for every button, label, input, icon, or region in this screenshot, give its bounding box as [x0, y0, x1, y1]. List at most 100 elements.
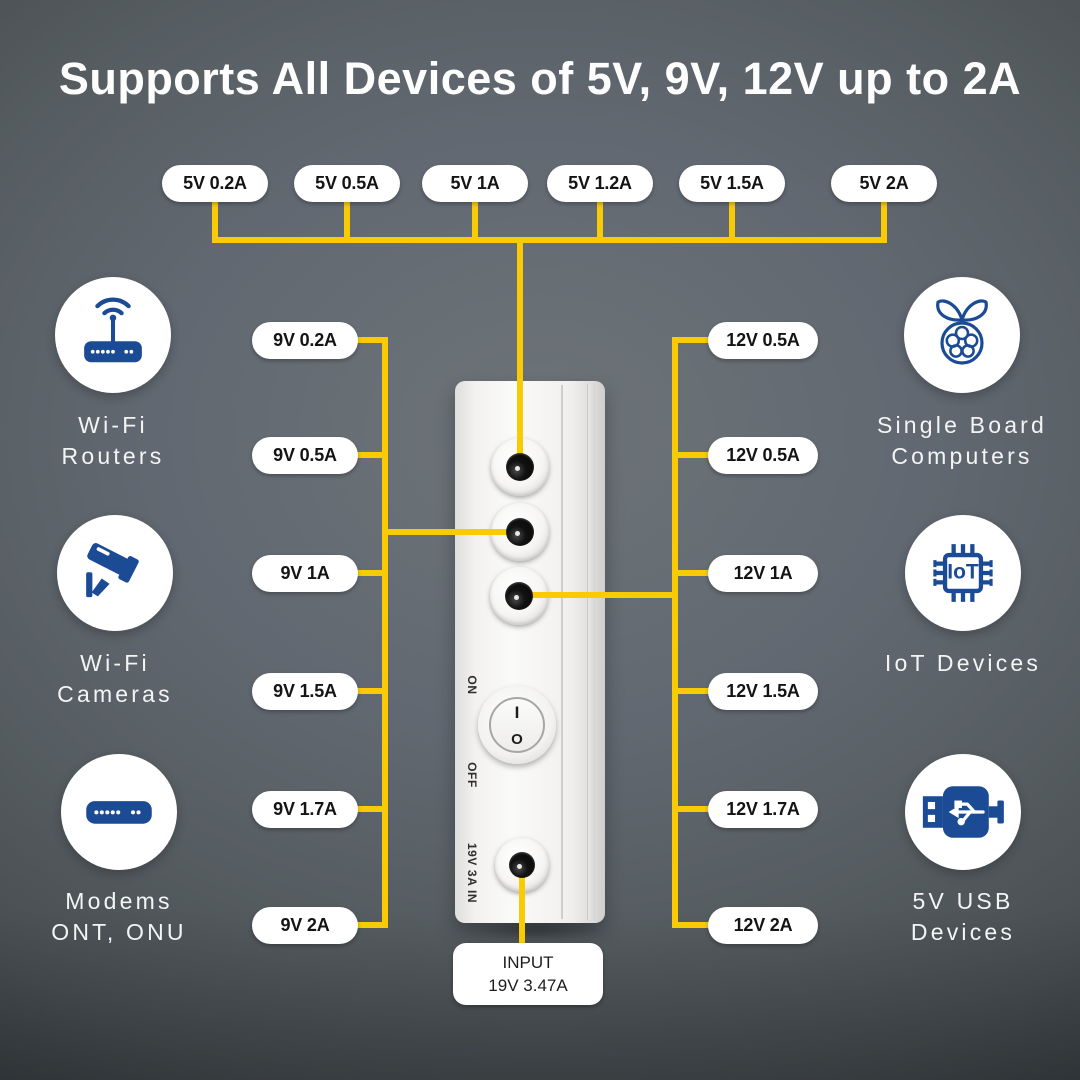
modem-icon [61, 754, 177, 870]
voltage-pill-label: 5V 0.5A [315, 173, 379, 193]
voltage-pill-label: 9V 1A [280, 563, 330, 583]
device-label-line: Modems [65, 888, 173, 914]
voltage-pill: 12V 0.5A [708, 437, 818, 474]
switch-on-symbol: I [514, 703, 520, 722]
voltage-pill-label: 5V 2A [859, 173, 909, 193]
voltage-pill: 9V 1A [252, 555, 358, 592]
input-callout-line2: 19V 3.47A [488, 975, 568, 995]
voltage-pill: 9V 1.5A [252, 673, 358, 710]
connector-line [352, 570, 386, 576]
connector-line [472, 200, 478, 243]
switch-on-label: ON [465, 675, 479, 695]
dc-input-port-jack [509, 852, 535, 878]
voltage-pill-label: 9V 0.2A [273, 330, 337, 350]
iot-chip-text: IoT [947, 560, 979, 584]
connector-line [675, 922, 712, 928]
connector-line [385, 529, 522, 535]
switch-off-label: OFF [465, 762, 479, 788]
voltage-pill: 12V 1.7A [708, 791, 818, 828]
connector-line [881, 200, 887, 243]
voltage-pill-label: 12V 2A [733, 915, 793, 935]
device-label-usb: 5V USB Devices [848, 886, 1078, 948]
device-label-line: 5V USB [912, 888, 1014, 914]
voltage-pill-label: 9V 1.7A [273, 799, 337, 819]
connector-bus-top [212, 237, 887, 243]
input-callout-line1: INPUT [502, 952, 554, 972]
connector-line [352, 806, 386, 812]
connector-line [675, 452, 712, 458]
voltage-pill: 5V 0.5A [294, 165, 400, 202]
input-callout: INPUT 19V 3.47A [453, 943, 603, 1005]
voltage-pill: 9V 0.5A [252, 437, 358, 474]
dc-output-port-1-jack [506, 453, 534, 481]
voltage-pill: 12V 2A [708, 907, 818, 944]
device-label-line: ONT, ONU [51, 919, 187, 945]
connector-line [352, 688, 386, 694]
voltage-pill: 12V 0.5A [708, 322, 818, 359]
voltage-pill-label: 5V 1.5A [700, 173, 764, 193]
voltage-pill: 12V 1A [708, 555, 818, 592]
connector-line [675, 337, 712, 343]
device-label-line: Cameras [57, 681, 173, 707]
voltage-pill: 9V 2A [252, 907, 358, 944]
device-label-single-board: Single Board Computers [847, 410, 1077, 472]
device-label-line: Devices [910, 919, 1016, 945]
device-label-modems: Modems ONT, ONU [4, 886, 234, 948]
cctv-camera-icon [57, 515, 173, 631]
device-label-wifi-cameras: Wi-Fi Cameras [0, 648, 230, 710]
voltage-pill-label: 9V 0.5A [273, 445, 337, 465]
voltage-pill-label: 9V 2A [280, 915, 330, 935]
connector-line [675, 570, 712, 576]
connector-bus-left [382, 337, 388, 928]
connector-line [212, 200, 218, 243]
device-label-wifi-routers: Wi-Fi Routers [0, 410, 228, 472]
connector-line [517, 240, 523, 470]
device-label-line: Single Board [876, 412, 1048, 438]
connector-line [525, 592, 675, 598]
device-label-line: Wi-Fi [80, 650, 150, 676]
voltage-pill-label: 12V 0.5A [726, 330, 800, 350]
voltage-pill-label: 5V 1.2A [568, 173, 632, 193]
connector-line [675, 806, 712, 812]
voltage-pill-label: 12V 1.5A [726, 681, 800, 701]
dc-output-port-2-jack [506, 518, 534, 546]
device-ridge [561, 385, 563, 919]
voltage-pill: 9V 0.2A [252, 322, 358, 359]
connector-bus-right [672, 337, 678, 928]
device-label-line: Computers [891, 443, 1033, 469]
usb-plug-icon [905, 754, 1021, 870]
connector-line [344, 200, 350, 243]
iot-chip-icon: IoT [905, 515, 1021, 631]
switch-off-symbol: O [511, 731, 523, 748]
voltage-pill: 5V 1.2A [547, 165, 653, 202]
connector-line [352, 452, 386, 458]
voltage-pill: 5V 2A [831, 165, 937, 202]
device-label-iot: IoT Devices [848, 648, 1078, 679]
voltage-pill-label: 5V 1A [450, 173, 500, 193]
dc-output-port-3-jack [505, 582, 533, 610]
connector-line-input [519, 865, 525, 947]
power-switch[interactable]: I O [489, 697, 545, 753]
device-ridge [587, 384, 595, 920]
device-label-line: Wi-Fi [78, 412, 148, 438]
wifi-router-icon [55, 277, 171, 393]
voltage-pill: 9V 1.7A [252, 791, 358, 828]
connector-line [352, 922, 386, 928]
voltage-pill: 12V 1.5A [708, 673, 818, 710]
connector-line [352, 337, 386, 343]
connector-line [597, 200, 603, 243]
voltage-pill: 5V 1A [422, 165, 528, 202]
voltage-pill-label: 12V 1A [733, 563, 793, 583]
voltage-pill-label: 9V 1.5A [273, 681, 337, 701]
voltage-pill-label: 12V 1.7A [726, 799, 800, 819]
device-label-line: IoT Devices [884, 650, 1042, 676]
voltage-pill-label: 12V 0.5A [726, 445, 800, 465]
connector-line [729, 200, 735, 243]
voltage-pill-label: 5V 0.2A [183, 173, 247, 193]
voltage-pill: 5V 1.5A [679, 165, 785, 202]
device-label-line: Routers [61, 443, 165, 469]
input-port-label: 19V 3A IN [465, 842, 479, 904]
page-title: Supports All Devices of 5V, 9V, 12V up t… [58, 53, 1022, 104]
connector-line [675, 688, 712, 694]
